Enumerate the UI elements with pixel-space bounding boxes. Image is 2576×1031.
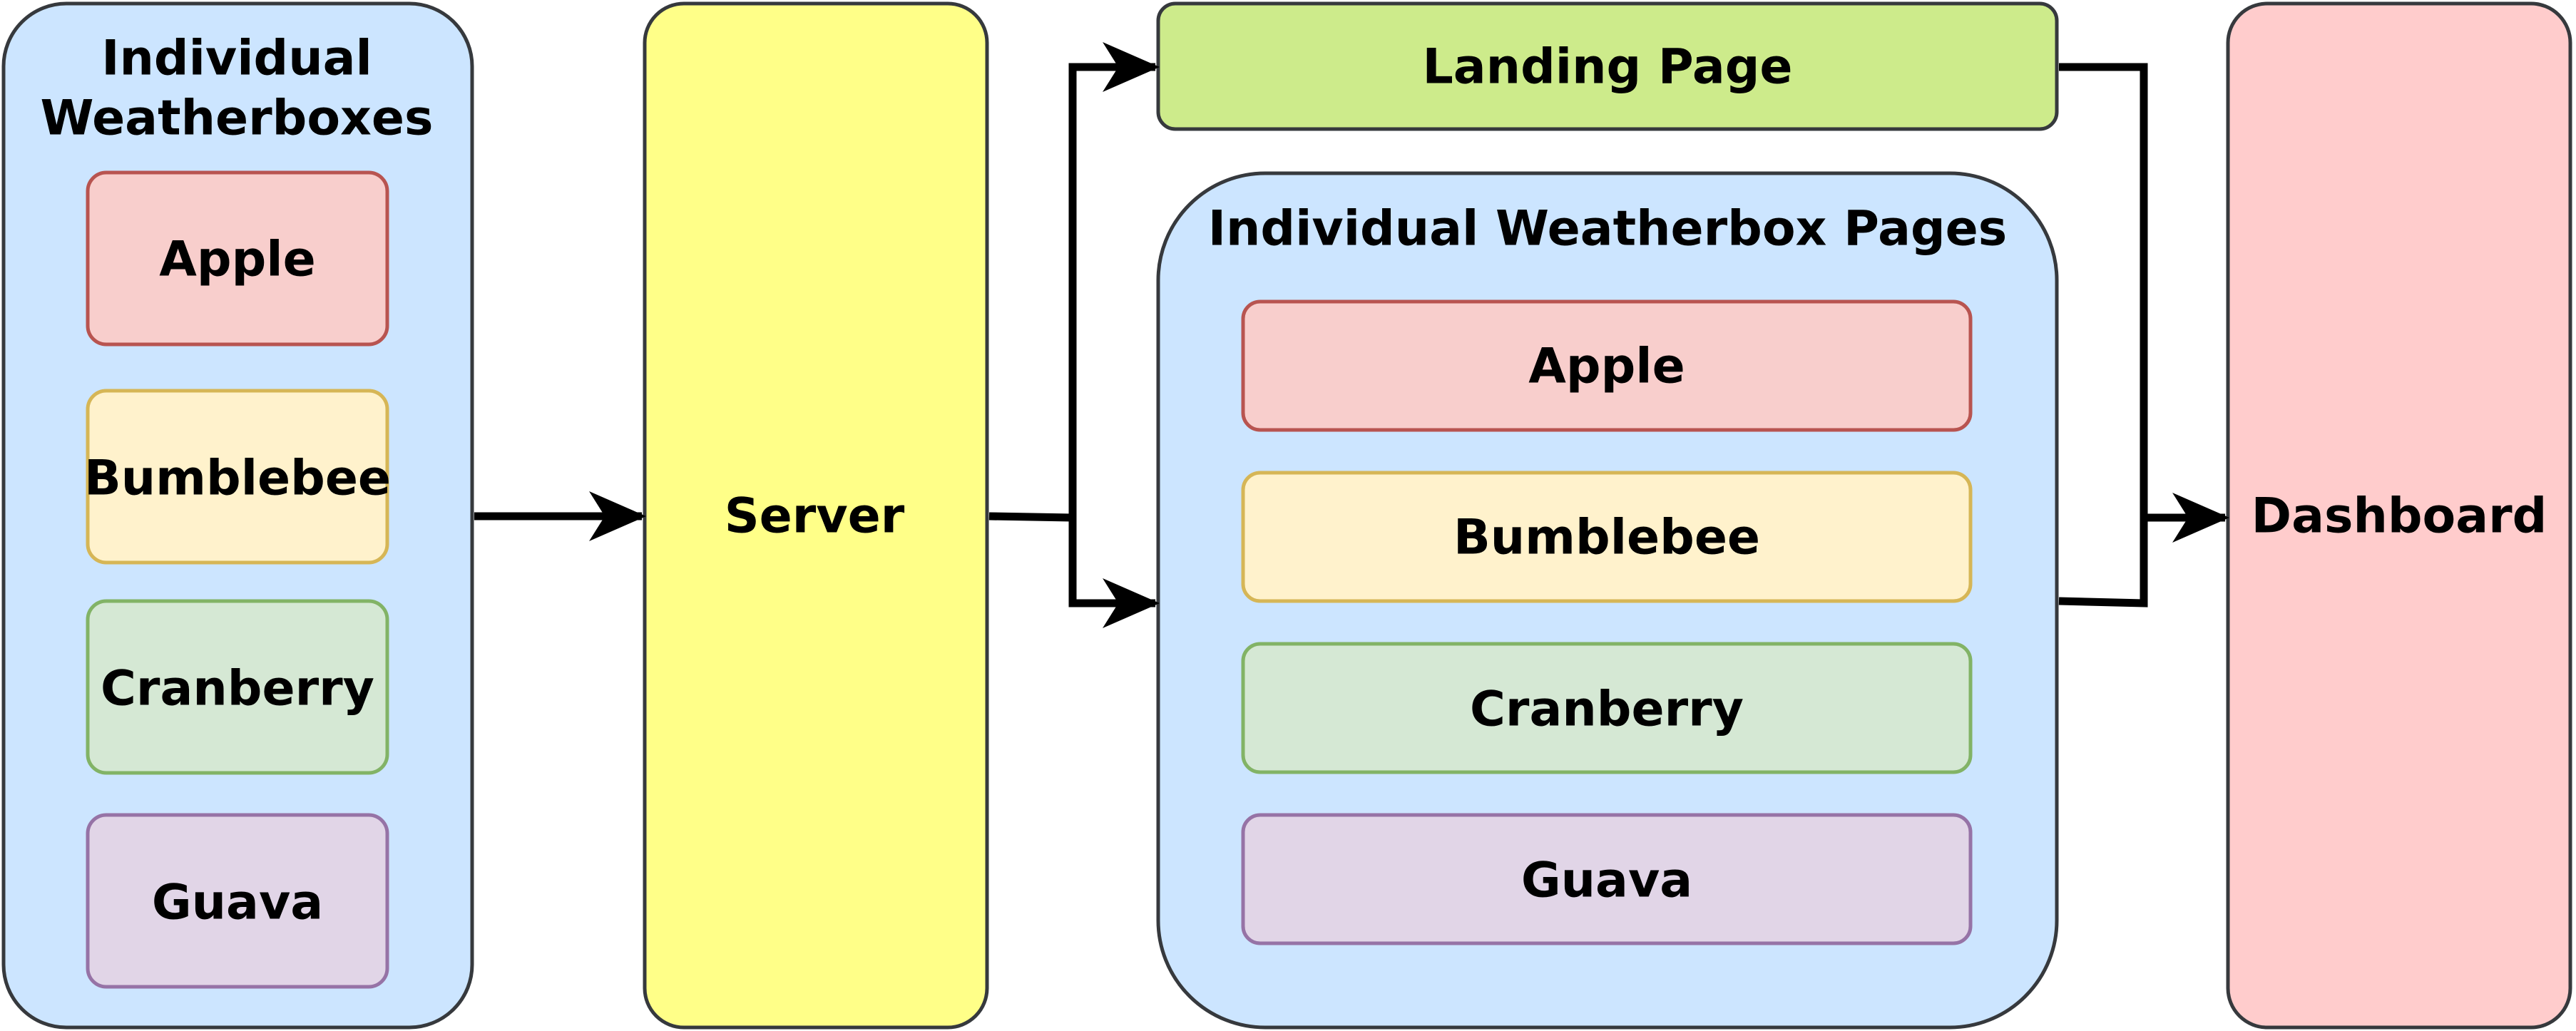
individual-weatherboxes-group: Individual Weatherboxes Apple Bumblebee … bbox=[1, 1, 474, 1030]
weatherbox-guava bbox=[86, 813, 389, 989]
dashboard-node: Dashboard bbox=[2226, 1, 2572, 1030]
page-guava bbox=[1241, 813, 1973, 945]
server-label: Server bbox=[725, 488, 905, 545]
server-node: Server bbox=[643, 1, 989, 1030]
page-cranberry-label: Cranberry bbox=[1470, 682, 1744, 738]
landing-page-node: Landing Page bbox=[1156, 1, 2059, 131]
weatherbox-cranberry-label: Cranberry bbox=[101, 661, 374, 717]
weatherboxes-title-line1: Individual bbox=[101, 31, 372, 87]
page-cranberry bbox=[1241, 642, 1973, 774]
landing-page-label: Landing Page bbox=[1422, 39, 1792, 96]
weatherbox-pages-group: Individual Weatherbox Pages Apple Bumble… bbox=[1156, 171, 2059, 1030]
page-apple-label: Apple bbox=[1528, 339, 1685, 395]
arrow-server-to-weatherbox-pages bbox=[1068, 518, 1160, 628]
dashboard-label: Dashboard bbox=[2252, 488, 2547, 545]
page-apple bbox=[1241, 299, 1973, 432]
arrow-server-to-landing-page bbox=[988, 42, 1160, 522]
weatherbox-pages-title: Individual Weatherbox Pages bbox=[1208, 201, 2008, 257]
weatherbox-apple-label: Apple bbox=[159, 232, 315, 288]
weatherbox-cranberry bbox=[86, 599, 389, 775]
weatherbox-apple bbox=[86, 170, 389, 347]
weatherbox-bumblebee-label: Bumblebee bbox=[84, 451, 391, 507]
weatherbox-guava-label: Guava bbox=[152, 875, 323, 931]
page-bumblebee-label: Bumblebee bbox=[1453, 510, 1760, 566]
page-bumblebee bbox=[1241, 471, 1973, 603]
weatherbox-bumblebee bbox=[86, 389, 389, 565]
arrow-landing-page-to-dashboard bbox=[2059, 63, 2229, 543]
arrow-weatherbox-pages-to-dashboard bbox=[2058, 518, 2148, 607]
weatherboxes-title-line2: Weatherboxes bbox=[40, 91, 433, 147]
page-guava-label: Guava bbox=[1521, 853, 1692, 909]
